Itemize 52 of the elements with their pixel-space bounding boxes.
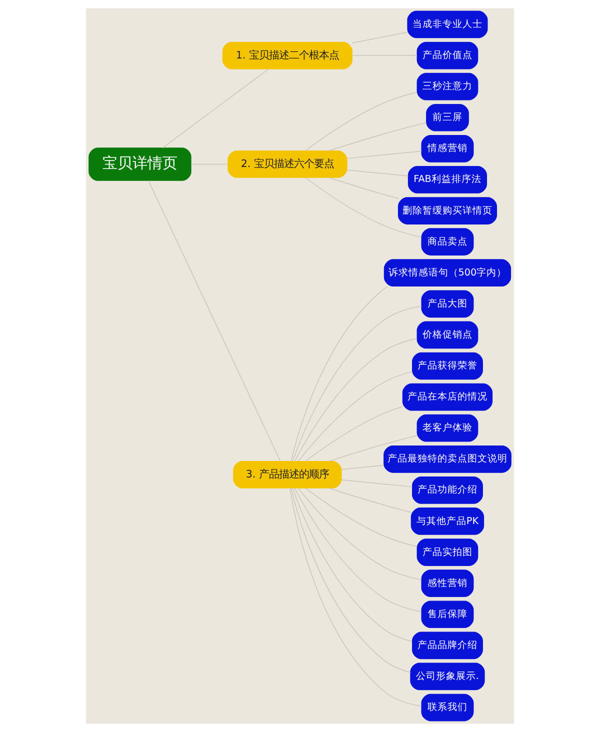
node-box: 老客户体验	[416, 414, 478, 442]
node-box: 售后保障	[421, 600, 474, 628]
connector	[292, 306, 422, 462]
connector	[328, 435, 418, 462]
connector	[304, 177, 422, 238]
connector	[328, 488, 412, 513]
node-box: 与其他产品PK	[410, 508, 484, 535]
connector	[298, 488, 422, 580]
connector	[304, 488, 418, 547]
node-box: 当成非专业人士	[407, 10, 488, 38]
connector	[290, 286, 388, 462]
node-box: 前三屏	[426, 104, 469, 132]
node-box: 宝贝详情页	[88, 148, 192, 181]
node-box: 2. 宝贝描述六个要点	[228, 150, 348, 178]
node-box: 商品卖点	[421, 228, 474, 256]
node-box: 1. 宝贝描述二个根本点	[222, 42, 352, 70]
node-box: 三秒注意力	[416, 72, 478, 100]
connector	[346, 150, 422, 159]
node-box: 诉求情感语句（500字内）	[384, 259, 512, 287]
connector	[341, 480, 413, 488]
connector	[298, 371, 413, 462]
node-box: 价格促销点	[416, 321, 478, 349]
node-box: 产品品牌介绍	[412, 632, 483, 660]
node-box: 公司形象展示.	[410, 662, 485, 690]
connector	[290, 488, 422, 706]
connector	[294, 338, 418, 462]
connector	[352, 32, 408, 44]
connector	[341, 464, 384, 470]
node-box: 产品价值点	[416, 42, 478, 70]
connector	[328, 177, 399, 199]
connector	[294, 488, 422, 612]
connector	[304, 406, 403, 462]
node-box: 产品大图	[421, 290, 474, 318]
node-box: 删除暂缓购买详情页	[398, 197, 497, 224]
node-box: 产品实拍图	[416, 538, 478, 566]
connector	[304, 92, 418, 152]
connector	[292, 488, 412, 642]
connector	[290, 488, 411, 673]
node-box: FAB利益排序法	[408, 166, 488, 194]
connector	[148, 180, 281, 462]
connector	[328, 122, 427, 152]
node-box: 感性营销	[421, 570, 474, 597]
node-box: 3. 产品描述的顺序	[233, 461, 342, 488]
node-box: 产品在本店的情况	[402, 383, 493, 411]
connector	[190, 164, 228, 165]
node-box: 联系我们	[421, 694, 474, 722]
node-box: 产品最独特的卖点图文说明	[384, 445, 512, 473]
connector	[162, 68, 269, 148]
node-box: 情感营销	[421, 135, 474, 162]
connector	[346, 170, 409, 176]
node-box: 产品获得荣誉	[412, 352, 483, 380]
node-box: 产品功能介绍	[412, 476, 483, 504]
